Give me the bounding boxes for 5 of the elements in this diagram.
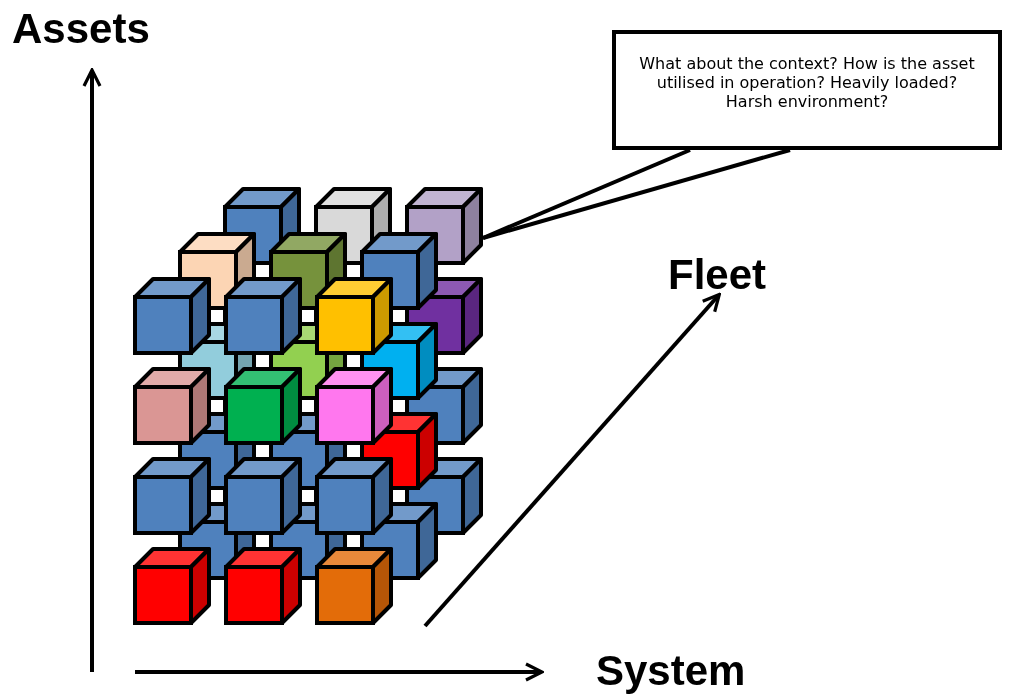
speech-bubble — [612, 30, 1002, 150]
axis-label: Assets — [12, 8, 150, 50]
axis-label: Fleet — [668, 254, 767, 296]
callout-text: What about the context? How is the asset utilised in operation? Heavily loaded? Harsh environment? — [638, 54, 976, 112]
axis-label: System — [596, 650, 746, 692]
